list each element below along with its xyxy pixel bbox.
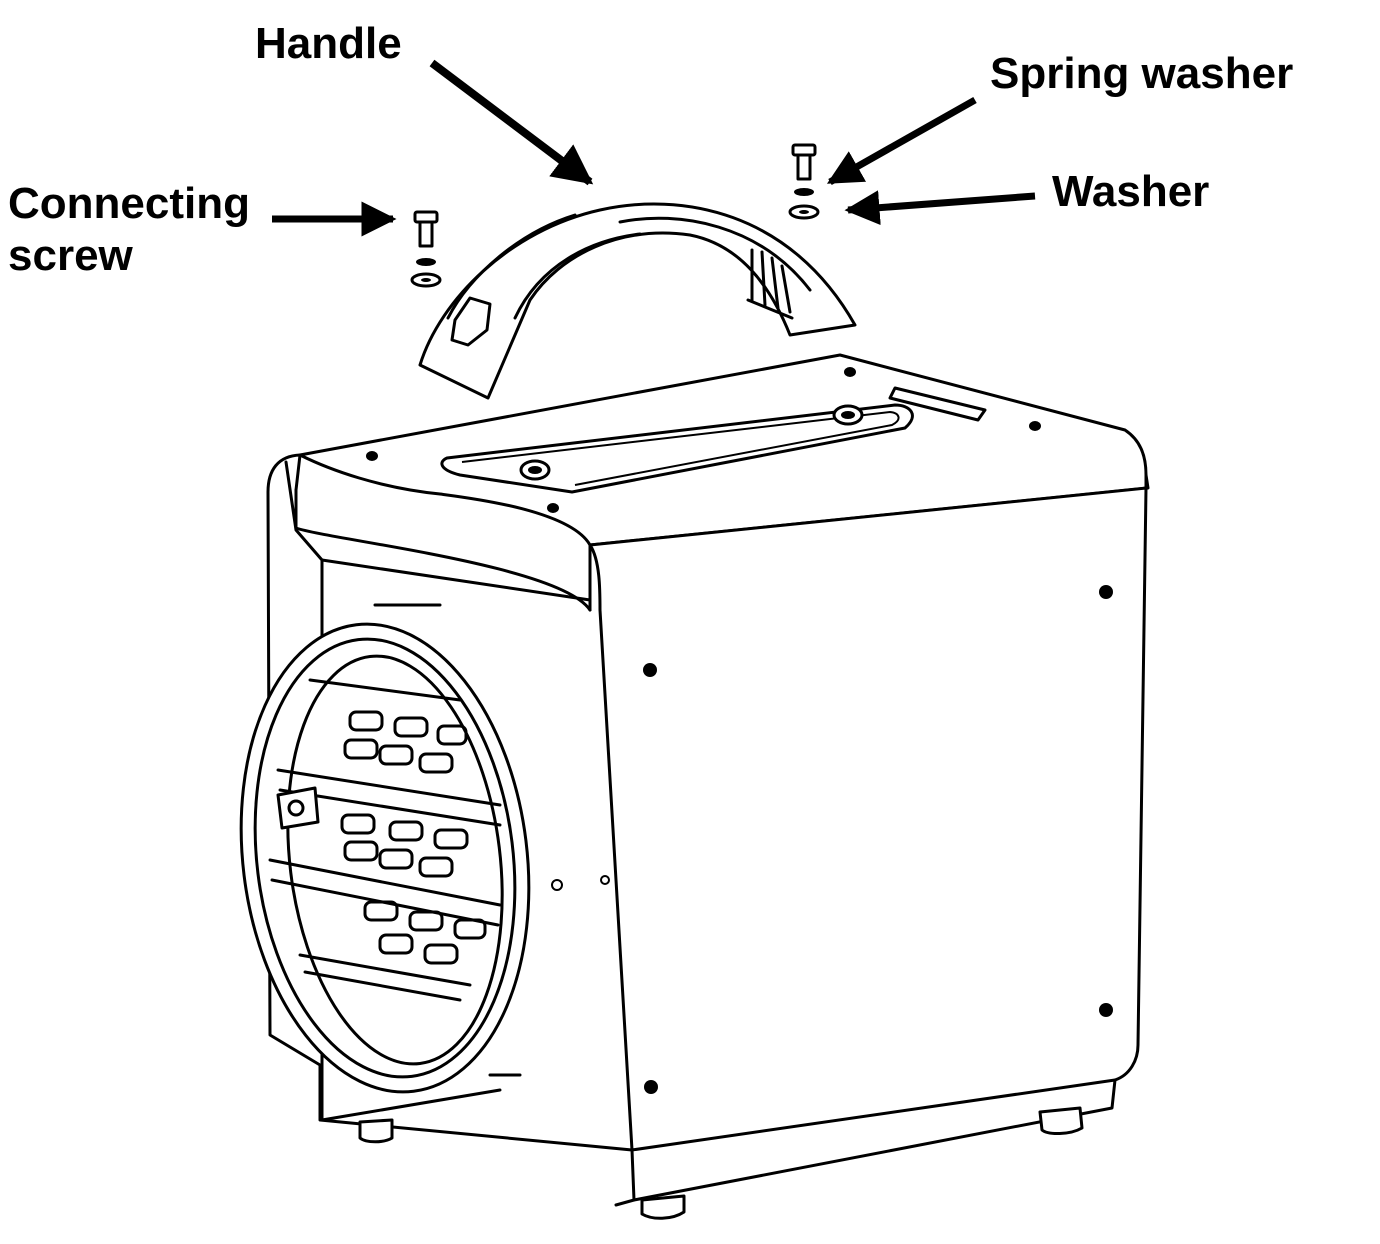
grille-outer-ring: [239, 622, 531, 1094]
connecting-screw-label: Connecting screw: [8, 178, 250, 282]
washer-arrow: [844, 190, 1036, 226]
handle-mount-hole: [450, 296, 492, 347]
top-cover: [298, 353, 1150, 547]
foot-front: [640, 1194, 686, 1220]
spring-washer-arrow: [826, 96, 977, 186]
connecting-screw-label-line2: screw: [8, 231, 133, 280]
connecting-screw-part: [410, 210, 442, 288]
connecting-screw-label-line1: Connecting: [8, 179, 250, 228]
heating-element-slots: [340, 710, 487, 965]
front-grille: [239, 622, 531, 1094]
grille-bracket: [276, 786, 320, 830]
right-screw-part: [788, 143, 820, 220]
heater-body: [266, 353, 1150, 1220]
top-recess: [440, 403, 914, 494]
leader-arrows: [272, 59, 1036, 237]
front-panel: [588, 486, 1148, 1152]
washer-label: Washer: [1052, 167, 1210, 216]
handle-part: [418, 202, 857, 400]
handle-arrow: [429, 59, 594, 186]
foot-right: [1038, 1106, 1084, 1135]
rear-slot: [888, 386, 987, 422]
spring-washer-label: Spring washer: [990, 49, 1294, 98]
handle-label: Handle: [255, 19, 402, 68]
rear-frame: [266, 453, 322, 1067]
foot-left: [358, 1118, 394, 1144]
